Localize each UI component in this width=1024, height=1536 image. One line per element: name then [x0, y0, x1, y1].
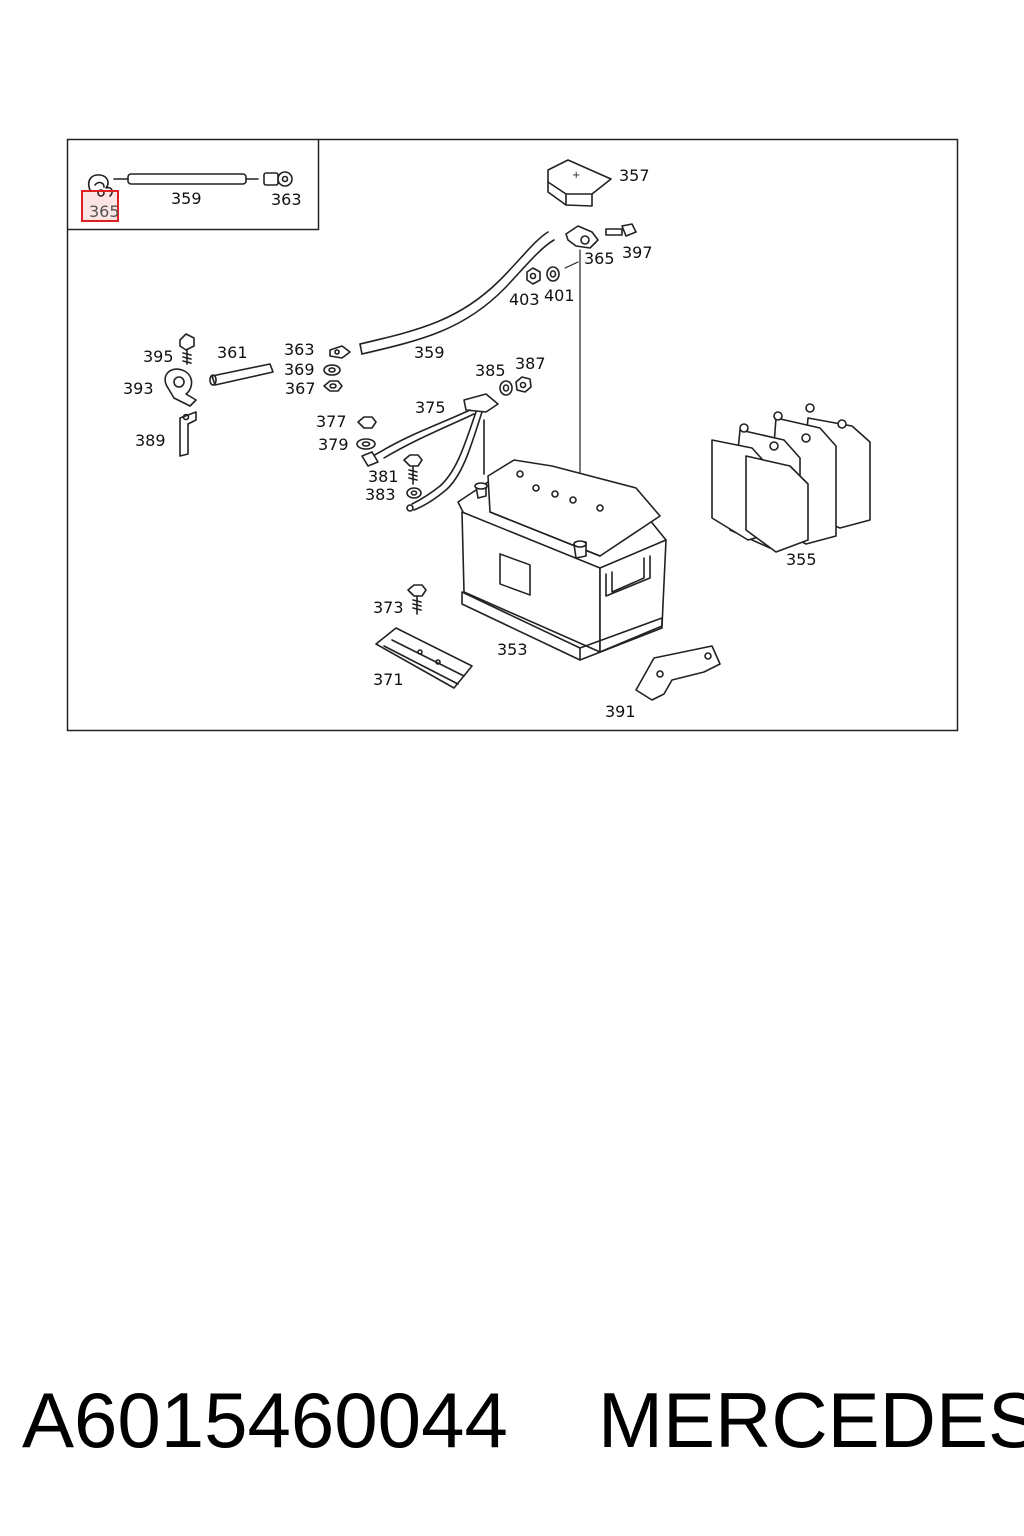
- label-377: 377: [316, 412, 347, 431]
- label-403: 403: [509, 290, 540, 309]
- label-373: 373: [373, 598, 404, 617]
- nut-367: [323, 380, 343, 392]
- washer-369: [323, 364, 341, 376]
- label-389: 389: [135, 431, 166, 450]
- svg-text:+: +: [572, 170, 580, 181]
- label-387: 387: [515, 354, 546, 373]
- part-number: A6015460044: [22, 1376, 508, 1464]
- label-357: 357: [619, 166, 650, 185]
- label-391: 391: [605, 702, 636, 721]
- diagram-frame: [66, 138, 959, 732]
- washer-379: [356, 438, 376, 450]
- washer-401: [546, 266, 560, 282]
- nut-377: [357, 416, 377, 429]
- battery-parts-diagram: 365 359 363 +: [66, 138, 959, 732]
- label-397: 397: [622, 243, 653, 262]
- label-367: 367: [285, 379, 316, 398]
- label-381: 381: [368, 467, 399, 486]
- bolt-373: [407, 584, 427, 615]
- label-401: 401: [544, 286, 575, 305]
- label-393: 393: [123, 379, 154, 398]
- label-353: 353: [497, 640, 528, 659]
- inset-frame: [67, 139, 320, 231]
- label-375: 375: [415, 398, 446, 417]
- lug-363: [329, 345, 351, 359]
- brand-name: MERCEDES: [598, 1376, 1024, 1464]
- cable-359: [359, 231, 549, 345]
- label-363: 363: [284, 340, 315, 359]
- label-369: 369: [284, 360, 315, 379]
- inset-label-365: 365: [89, 202, 120, 221]
- label-395: 395: [143, 347, 174, 366]
- inset-label-363: 363: [271, 190, 302, 209]
- inset-terminal-lug: [263, 171, 293, 187]
- nut-387: [515, 376, 532, 393]
- label-379: 379: [318, 435, 349, 454]
- sleeve-361: [209, 363, 274, 386]
- inset-label-359: 359: [171, 189, 202, 208]
- label-371: 371: [373, 670, 404, 689]
- bracket-389: [179, 411, 197, 457]
- label-361: 361: [217, 343, 248, 362]
- rail-371: [375, 627, 473, 689]
- bolt-397: [605, 223, 637, 237]
- washer-383: [406, 487, 422, 499]
- bracket-391: [635, 645, 721, 701]
- clip-393: [164, 368, 197, 407]
- label-359: 359: [414, 343, 445, 362]
- inset-cable: [113, 173, 259, 185]
- screw-395: [179, 333, 195, 365]
- label-385: 385: [475, 361, 506, 380]
- label-355: 355: [786, 550, 817, 569]
- battery-353: [457, 459, 667, 661]
- label-365: 365: [584, 249, 615, 268]
- label-383: 383: [365, 485, 396, 504]
- nut-403: [526, 267, 541, 285]
- washer-385: [499, 380, 513, 396]
- ground-cable-375: [361, 393, 499, 512]
- cell-block-355: [711, 403, 871, 553]
- footer-caption: A6015460044 MERCEDES: [0, 1370, 1024, 1480]
- highlight-box: [81, 190, 119, 222]
- terminal-cover-357: +: [547, 159, 612, 207]
- bolt-381: [403, 454, 423, 485]
- clamp-365: [565, 225, 599, 249]
